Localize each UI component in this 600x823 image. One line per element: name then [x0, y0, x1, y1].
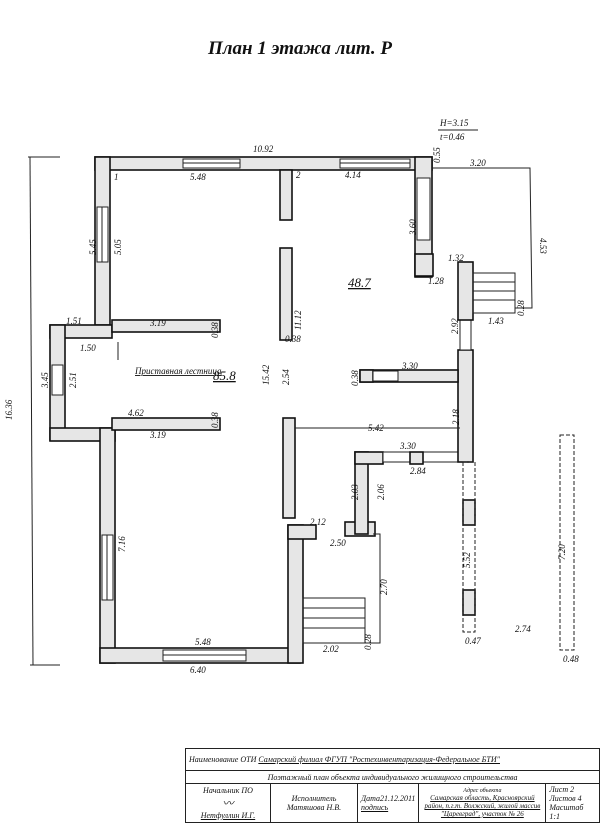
dimension-label: 3.30 [399, 441, 416, 451]
dimension-label: 0.38 [350, 370, 360, 386]
dimension-label: 0.28 [516, 300, 526, 316]
dimension-label: 5.48 [195, 637, 211, 647]
dimension-label: 5.48 [190, 172, 206, 182]
dimension-label: 5.45 [88, 239, 98, 255]
dimension-label: 3.30 [401, 361, 418, 371]
dimension-label: 0.47 [465, 636, 481, 646]
chief-label: Начальник ПО [203, 786, 253, 795]
stairs [117, 167, 575, 651]
dimension-label: 1.50 [80, 343, 96, 353]
height-label: H=3.15 [439, 118, 469, 128]
dimension-label: 10.92 [253, 144, 274, 154]
dimension-label: 1.51 [66, 316, 82, 326]
dimension-label: 1.43 [488, 316, 504, 326]
chief-signature: 〰 [222, 798, 234, 810]
dimension-label: 3.19 [149, 430, 166, 440]
address: Самарская область, Красноярский район, п… [424, 794, 541, 818]
dimension-label: 11.12 [293, 310, 303, 330]
dimension-label: 3.60 [408, 219, 418, 236]
dimension-label: 0.55 [432, 147, 442, 163]
dimension-label: 3.45 [40, 372, 50, 389]
oti-value: Самарский филиал ФГУП "Ростехинвентариза… [258, 755, 500, 764]
dimension-label: 2.18 [451, 409, 461, 425]
room-area-1: 85.8 [213, 368, 236, 383]
dimension-label: 0.38 [210, 412, 220, 428]
dimension-label: 16.36 [4, 399, 14, 420]
signature-label: подпись [361, 803, 389, 812]
doc-title: Поэтажный план объекта индивидуального ж… [185, 770, 600, 784]
dimension-label: 2.12 [310, 517, 326, 527]
title-block: Наименование ОТИ Самарский филиал ФГУП "… [185, 748, 600, 823]
ladder-annotation: Приставная лестница [134, 366, 222, 376]
dimension-label: 3.19 [149, 318, 166, 328]
address-label: Адрес объекта [463, 788, 502, 794]
dimension-label: 2.54 [281, 369, 291, 385]
plan-title: План 1 этажа лит. Р [207, 38, 392, 59]
dimension-label: 0.48 [563, 654, 579, 664]
sheets: Листов 4 [549, 794, 582, 803]
dimension-label: 7.16 [117, 536, 127, 552]
dimension-label: 2.02 [323, 644, 339, 654]
dimension-label: 7.20 [557, 544, 567, 560]
date: Дата21.12.2011 [361, 794, 416, 803]
room-number-2: 2 [296, 170, 301, 180]
dimension-label: 4.62 [128, 408, 144, 418]
dimension-label: 2.51 [68, 372, 78, 388]
dimension-label: 5.52 [462, 552, 472, 568]
dimension-label: 2.70 [379, 579, 389, 595]
dimension-label: 5.05 [113, 239, 123, 255]
dimension-label: 5.42 [368, 423, 384, 433]
room-area-2: 48.7 [348, 275, 371, 290]
room-number-1: 1 [114, 172, 119, 182]
executor-name: Матяшова Н.В. [286, 803, 342, 812]
dimension-label: 2.03 [350, 484, 360, 500]
dimension-label: 3.20 [469, 158, 486, 168]
dimension-label: 0.38 [285, 334, 301, 344]
dimension-labels: 16.36 10.92 5.48 4.14 5.45 5.05 1.51 1.5… [4, 144, 579, 675]
dimension-label: 6.40 [190, 665, 206, 675]
scale: Масштаб 1:1 [549, 803, 584, 821]
sheet: Лист 2 [549, 785, 575, 794]
dimension-label: 4.53 [538, 238, 548, 254]
dimension-label: 1.28 [428, 276, 444, 286]
thickness-label: t=0.46 [440, 132, 465, 142]
dimension-label: 2.92 [450, 318, 460, 334]
dimension-label: 0.38 [210, 322, 220, 338]
dimension-label: 0.28 [363, 634, 373, 650]
dimension-label: 2.74 [515, 624, 531, 634]
dimension-label: 1.32 [448, 253, 464, 263]
oti-label: Наименование ОТИ [189, 755, 257, 764]
walls [49, 156, 476, 664]
dimension-label: 2.84 [410, 466, 426, 476]
executor-label: Исполнитель [291, 794, 337, 803]
dimension-label: 15.42 [261, 364, 271, 385]
chief-name: Нетфуллин И.Г. [200, 811, 256, 820]
dimension-label: 2.50 [330, 538, 346, 548]
dimension-label: 2.06 [376, 484, 386, 500]
dimension-label: 4.14 [345, 170, 361, 180]
